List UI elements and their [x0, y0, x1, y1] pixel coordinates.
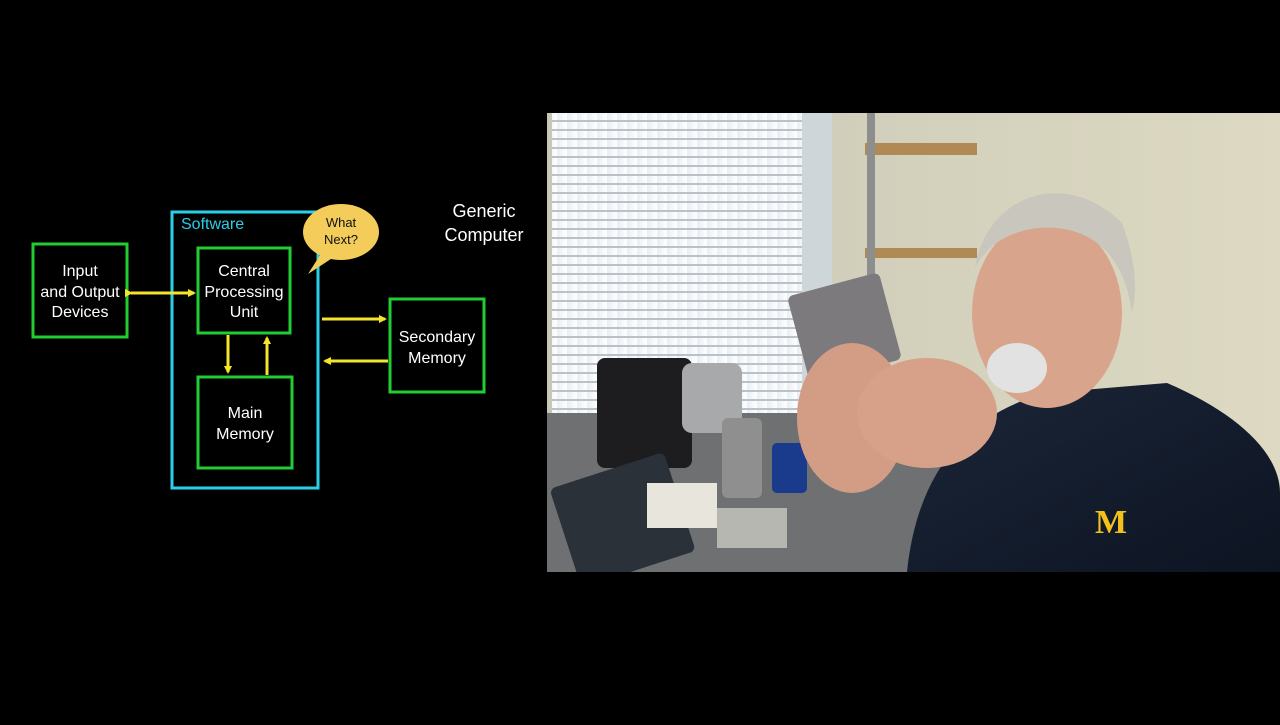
- cpu-line-2: Processing: [204, 284, 283, 301]
- what-next-bubble: What Next?: [303, 204, 379, 274]
- software-label: Software: [181, 216, 244, 233]
- bubble-line-1: What: [326, 215, 357, 230]
- title-line-1: Generic: [452, 201, 515, 221]
- io-line-1: Input: [62, 263, 98, 280]
- main-memory-line-1: Main: [228, 405, 263, 422]
- cpu-line-3: Unit: [230, 304, 259, 321]
- secondary-memory-line-2: Memory: [408, 350, 466, 367]
- cpu-line-1: Central: [218, 263, 270, 280]
- software-container: [172, 212, 318, 488]
- main-memory-box: [198, 377, 292, 468]
- secondary-memory-line-1: Secondary: [399, 329, 476, 346]
- main-memory-line-2: Memory: [216, 426, 274, 443]
- io-line-2: and Output: [40, 284, 120, 301]
- bubble-line-2: Next?: [324, 232, 358, 247]
- title-line-2: Computer: [444, 225, 523, 245]
- video-frame-photo: M: [547, 113, 1280, 572]
- io-line-3: Devices: [52, 304, 109, 321]
- svg-text:M: M: [1095, 504, 1127, 541]
